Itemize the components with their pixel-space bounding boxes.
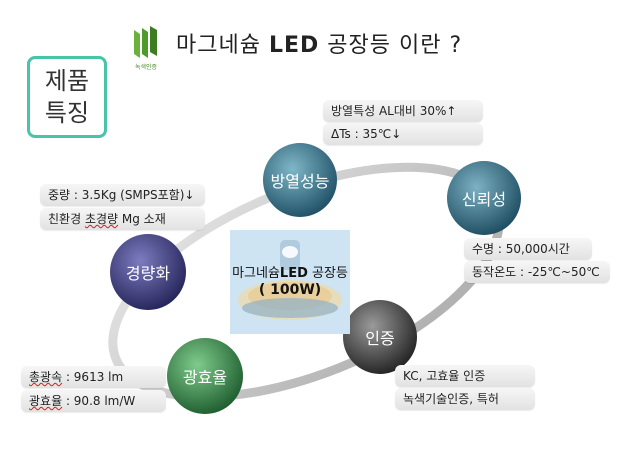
tag-cert-2: 녹색기술인증, 특허 — [395, 388, 535, 410]
feature-box-line1: 제품 — [44, 67, 90, 95]
reliability-ball-shape — [447, 161, 521, 235]
efficiency-ball-shape — [167, 338, 243, 414]
tag-rel-1: 수명 : 50,000시간 — [464, 238, 592, 260]
feature-box-line2: 특징 — [44, 99, 90, 127]
certification-node: 인증 — [365, 329, 395, 348]
efficiency-node: 광효율 — [182, 368, 228, 387]
tag-heat-1: 방열특성 AL대비 30%↑ — [323, 100, 483, 122]
tag-eff-2: 광효율 : 90.8 lm/W — [21, 390, 166, 412]
lamp-title: 마그네슘LED 공장등 — [232, 266, 348, 281]
tag-rel-2: 동작온도 : -25℃~50℃ — [464, 261, 610, 283]
heat-node: 방열성능 — [270, 172, 330, 191]
tag-light-2: 친환경 초경량 Mg 소재 — [40, 208, 205, 230]
certification-ball-shape — [343, 300, 417, 374]
green-cert-logo — [130, 24, 160, 64]
tag-light-1: 중량 : 3.5Kg (SMPS포함)↓ — [40, 184, 205, 206]
tag-cert-1: KC, 고효율 인증 — [395, 365, 535, 387]
heat-ball-shape — [263, 143, 337, 217]
lamp-wattage: ( 100W) — [258, 282, 322, 298]
light-node: 경량화 — [125, 264, 171, 283]
tag-heat-2: ΔTs : 35℃↓ — [323, 123, 483, 145]
feature-box: 제품 특징 — [27, 56, 107, 138]
light-ball-shape — [110, 234, 186, 310]
page-title: 마그네슘 LED 공장등 이란 ? — [176, 33, 463, 58]
lamp-image — [230, 230, 350, 334]
reliability-node: 신뢰성 — [461, 190, 507, 209]
tag-eff-1: 총광속 : 9613 lm — [21, 366, 166, 388]
logo-caption: 녹색인증 — [134, 64, 158, 71]
